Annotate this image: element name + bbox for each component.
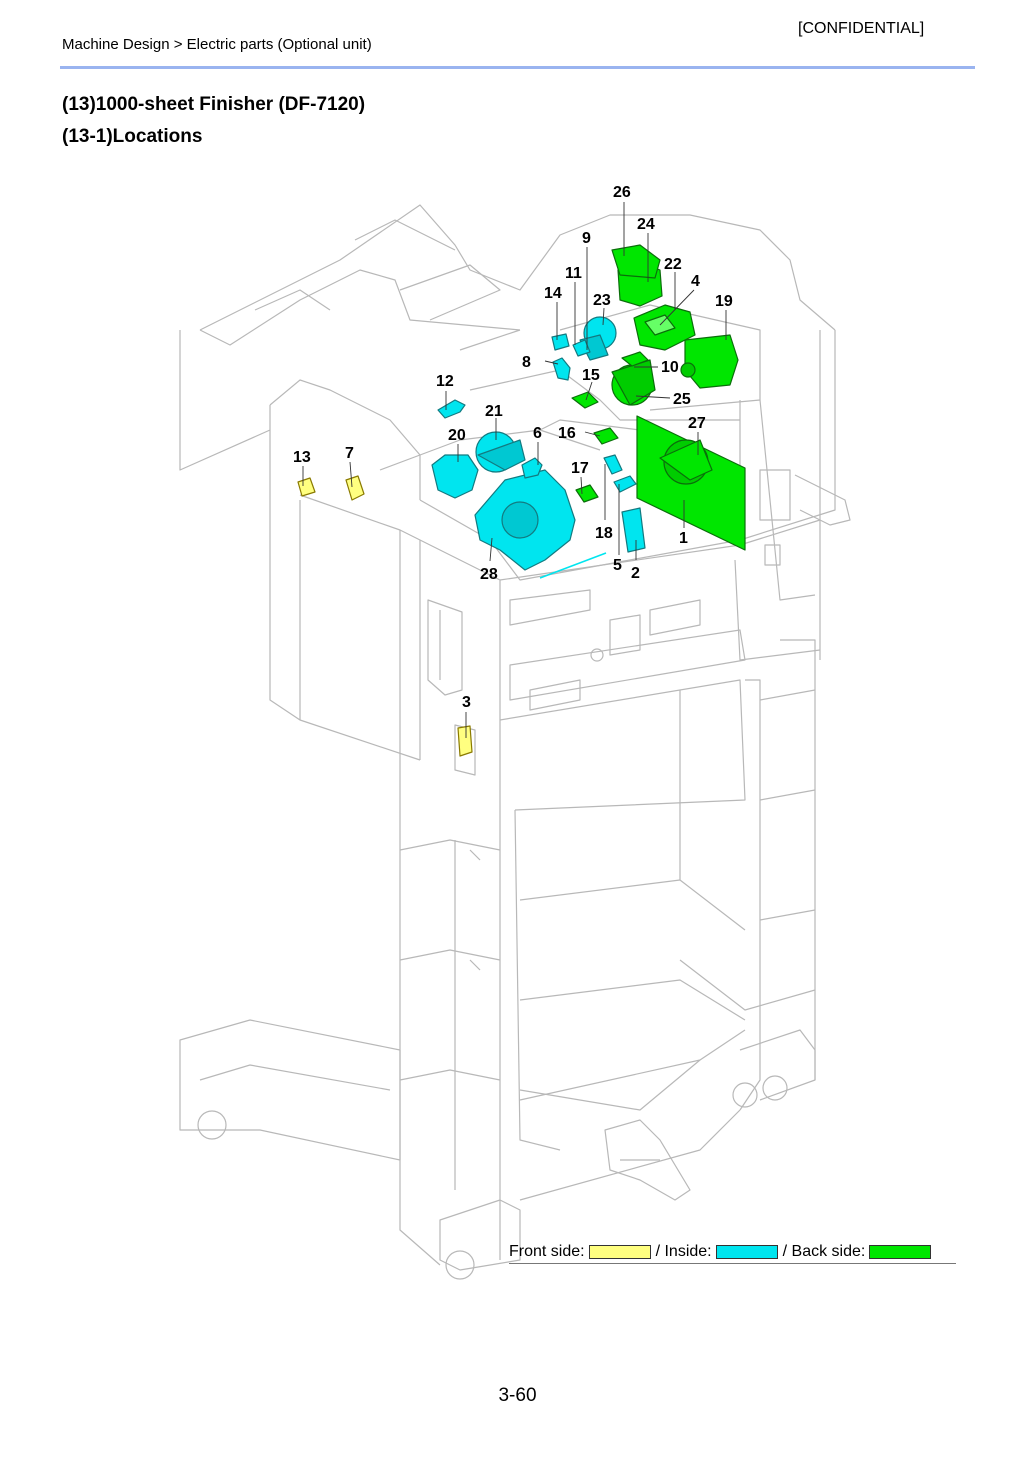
callout-3: 3 (462, 694, 471, 711)
callout-23: 23 (593, 292, 611, 309)
callout-13: 13 (293, 449, 311, 466)
part-10-sensor (621, 351, 649, 367)
legend-inside-swatch (715, 1245, 778, 1259)
legend-back-label: / Back side: (782, 1243, 866, 1260)
callout-8: 8 (522, 354, 531, 371)
callout-18: 18 (595, 525, 613, 542)
callout-labels: 1 2 3 4 5 6 7 8 9 10 11 12 13 14 15 16 1… (293, 184, 733, 711)
callout-4: 4 (691, 273, 700, 290)
part-18-sensor (603, 454, 623, 475)
callout-9: 9 (582, 230, 591, 247)
legend-back-swatch (869, 1245, 932, 1259)
callout-27: 27 (688, 415, 706, 432)
callout-5: 5 (613, 557, 622, 574)
machine-outline (179, 204, 851, 1280)
callout-15: 15 (582, 367, 600, 384)
section-title: (13)1000-sheet Finisher (DF-7120) (62, 94, 366, 115)
callout-10: 10 (661, 359, 679, 376)
subsection-title: (13-1)Locations (62, 126, 203, 147)
callout-20: 20 (448, 427, 466, 444)
part-8-sensor (552, 357, 571, 381)
breadcrumb: Machine Design > Electric parts (Optiona… (62, 36, 372, 53)
part-26-motor (611, 244, 661, 279)
inside-parts (431, 316, 646, 579)
part-7-switch (345, 475, 365, 501)
part-13-switch (297, 477, 316, 497)
callout-1: 1 (679, 530, 688, 547)
callout-21: 21 (485, 403, 503, 420)
part-2-board (621, 507, 646, 553)
callout-11: 11 (565, 265, 582, 282)
callout-19: 19 (715, 293, 733, 310)
callout-2: 2 (631, 565, 640, 582)
leader-lines (302, 202, 727, 738)
part-16-sensor (593, 427, 619, 445)
part-12-sensor (437, 399, 466, 419)
header-divider (60, 66, 975, 69)
part-27-mount (659, 439, 713, 481)
callout-6: 6 (533, 425, 542, 442)
callout-7: 7 (345, 445, 354, 462)
callout-28: 28 (480, 566, 498, 583)
confidential-label: [CONFIDENTIAL] (798, 20, 925, 37)
part-20-motor (431, 454, 479, 499)
legend-inside-label: / Inside: (655, 1243, 712, 1260)
callout-14: 14 (544, 285, 562, 302)
callout-22: 22 (664, 256, 682, 273)
part-15-sensor (571, 391, 599, 409)
color-legend: Front side: / Inside: / Back side: (509, 1243, 956, 1264)
callout-24: 24 (637, 216, 655, 233)
front-side-parts (297, 475, 473, 757)
callout-16: 16 (558, 425, 576, 442)
part-19-motor (684, 334, 739, 389)
callout-26: 26 (613, 184, 631, 201)
callout-17: 17 (571, 460, 589, 477)
callout-12: 12 (436, 373, 454, 390)
part-19-shaft (680, 362, 696, 378)
legend-front-label: Front side: (509, 1243, 585, 1260)
part-9-11-sensors (572, 339, 591, 357)
part-28-gear (501, 501, 539, 539)
part-14-sensor (551, 333, 570, 351)
page-number: 3-60 (498, 1385, 537, 1406)
callout-25: 25 (673, 391, 691, 408)
part-cable (539, 552, 607, 579)
part-6-sensor (521, 457, 543, 479)
part-5-board (613, 475, 637, 493)
legend-front-swatch (588, 1245, 651, 1259)
part-21-mount (477, 439, 526, 471)
part-17-sensor (575, 484, 599, 503)
part-3-switch (457, 725, 473, 757)
